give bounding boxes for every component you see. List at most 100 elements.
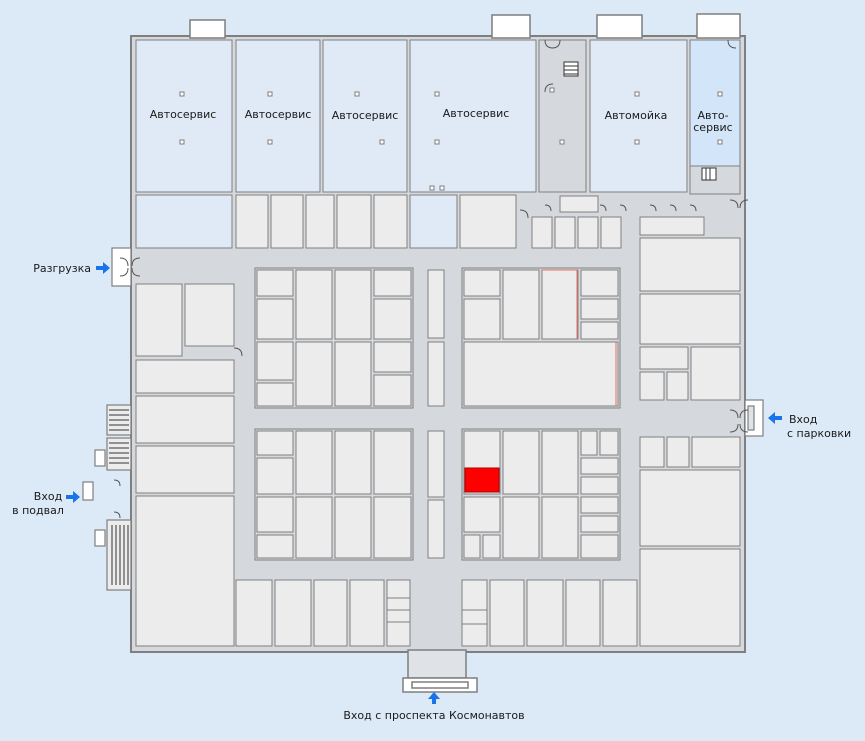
unit[interactable] bbox=[334, 496, 372, 559]
unit[interactable] bbox=[559, 195, 599, 213]
unit[interactable] bbox=[373, 374, 412, 407]
top-gates bbox=[189, 13, 741, 39]
unit[interactable] bbox=[531, 216, 553, 249]
unit[interactable] bbox=[580, 515, 619, 533]
unit[interactable] bbox=[666, 371, 689, 401]
unit[interactable] bbox=[580, 457, 619, 475]
unit[interactable] bbox=[256, 341, 294, 381]
unit[interactable] bbox=[135, 359, 235, 394]
unit[interactable] bbox=[135, 495, 235, 647]
unit[interactable] bbox=[373, 194, 408, 249]
unit[interactable] bbox=[639, 293, 741, 345]
unit[interactable] bbox=[502, 496, 540, 559]
unit[interactable] bbox=[639, 216, 705, 236]
unit[interactable] bbox=[349, 579, 385, 647]
unit[interactable] bbox=[541, 430, 579, 495]
unit[interactable] bbox=[599, 430, 619, 456]
unit[interactable] bbox=[427, 430, 445, 498]
unit[interactable] bbox=[427, 499, 445, 559]
unit[interactable] bbox=[690, 346, 741, 401]
unit[interactable] bbox=[580, 321, 619, 340]
unit[interactable] bbox=[580, 534, 619, 559]
car-wash[interactable] bbox=[589, 39, 688, 193]
unit[interactable] bbox=[602, 579, 638, 647]
unit[interactable] bbox=[639, 371, 665, 401]
unit[interactable] bbox=[373, 269, 412, 297]
unit[interactable] bbox=[235, 579, 273, 647]
unit[interactable] bbox=[459, 194, 517, 249]
unit[interactable] bbox=[256, 382, 294, 407]
unit[interactable] bbox=[270, 194, 304, 249]
unit[interactable] bbox=[502, 269, 540, 340]
unit[interactable] bbox=[463, 341, 619, 407]
main-entrance bbox=[402, 649, 478, 693]
unit[interactable] bbox=[256, 457, 294, 495]
unit[interactable] bbox=[305, 194, 335, 249]
unit[interactable] bbox=[463, 534, 481, 559]
unit[interactable] bbox=[639, 237, 741, 292]
unit[interactable] bbox=[691, 436, 741, 468]
unit[interactable] bbox=[336, 194, 372, 249]
unit[interactable] bbox=[135, 445, 235, 494]
unit[interactable] bbox=[541, 269, 579, 340]
unit[interactable] bbox=[313, 579, 348, 647]
thin-strips bbox=[427, 269, 445, 559]
unit[interactable] bbox=[580, 269, 619, 297]
unit[interactable] bbox=[565, 579, 601, 647]
unit[interactable] bbox=[386, 579, 411, 647]
unit[interactable] bbox=[427, 341, 445, 407]
unit[interactable] bbox=[577, 216, 599, 249]
unit[interactable] bbox=[235, 194, 269, 249]
auto-service-1[interactable] bbox=[135, 39, 233, 193]
unit[interactable] bbox=[256, 269, 294, 297]
unit[interactable] bbox=[666, 436, 690, 468]
unit[interactable] bbox=[639, 469, 741, 547]
unit[interactable] bbox=[580, 496, 619, 514]
unit[interactable] bbox=[295, 430, 333, 495]
unit[interactable] bbox=[463, 269, 501, 297]
unit[interactable] bbox=[373, 430, 412, 495]
unit[interactable] bbox=[482, 534, 501, 559]
unit[interactable] bbox=[580, 476, 619, 495]
unit[interactable] bbox=[502, 430, 540, 495]
unit[interactable] bbox=[463, 496, 501, 533]
unit[interactable] bbox=[580, 298, 619, 320]
unit[interactable] bbox=[526, 579, 564, 647]
unit[interactable] bbox=[600, 216, 622, 249]
unit[interactable] bbox=[427, 269, 445, 339]
unit[interactable] bbox=[334, 341, 372, 407]
auto-lot-mid[interactable] bbox=[409, 194, 458, 249]
unit[interactable] bbox=[256, 496, 294, 533]
auto-lot-left[interactable] bbox=[135, 194, 233, 249]
unit[interactable] bbox=[295, 496, 333, 559]
unit[interactable] bbox=[373, 341, 412, 373]
unit[interactable] bbox=[256, 298, 294, 340]
unit[interactable] bbox=[274, 579, 312, 647]
unit[interactable] bbox=[135, 283, 183, 357]
unit[interactable] bbox=[334, 430, 372, 495]
unit[interactable] bbox=[639, 548, 741, 647]
unit[interactable] bbox=[554, 216, 576, 249]
unit-selected[interactable] bbox=[464, 467, 500, 493]
unit[interactable] bbox=[373, 298, 412, 340]
unit[interactable] bbox=[580, 430, 598, 456]
unit[interactable] bbox=[373, 496, 412, 559]
unit[interactable] bbox=[256, 430, 294, 456]
unit[interactable] bbox=[334, 269, 372, 340]
auto-service-2[interactable] bbox=[235, 39, 321, 193]
unit[interactable] bbox=[295, 269, 333, 340]
unit[interactable] bbox=[639, 436, 665, 468]
unit[interactable] bbox=[489, 579, 525, 647]
unit[interactable] bbox=[461, 579, 488, 647]
auto-service-4[interactable] bbox=[409, 39, 537, 193]
unit[interactable] bbox=[295, 341, 333, 407]
unit[interactable] bbox=[639, 346, 689, 370]
unit[interactable] bbox=[135, 395, 235, 444]
unit[interactable] bbox=[463, 298, 501, 340]
unit[interactable] bbox=[184, 283, 235, 347]
unit[interactable] bbox=[541, 496, 579, 559]
auto-service-3[interactable] bbox=[322, 39, 408, 193]
auto-service-5[interactable] bbox=[689, 39, 741, 167]
unit[interactable] bbox=[256, 534, 294, 559]
